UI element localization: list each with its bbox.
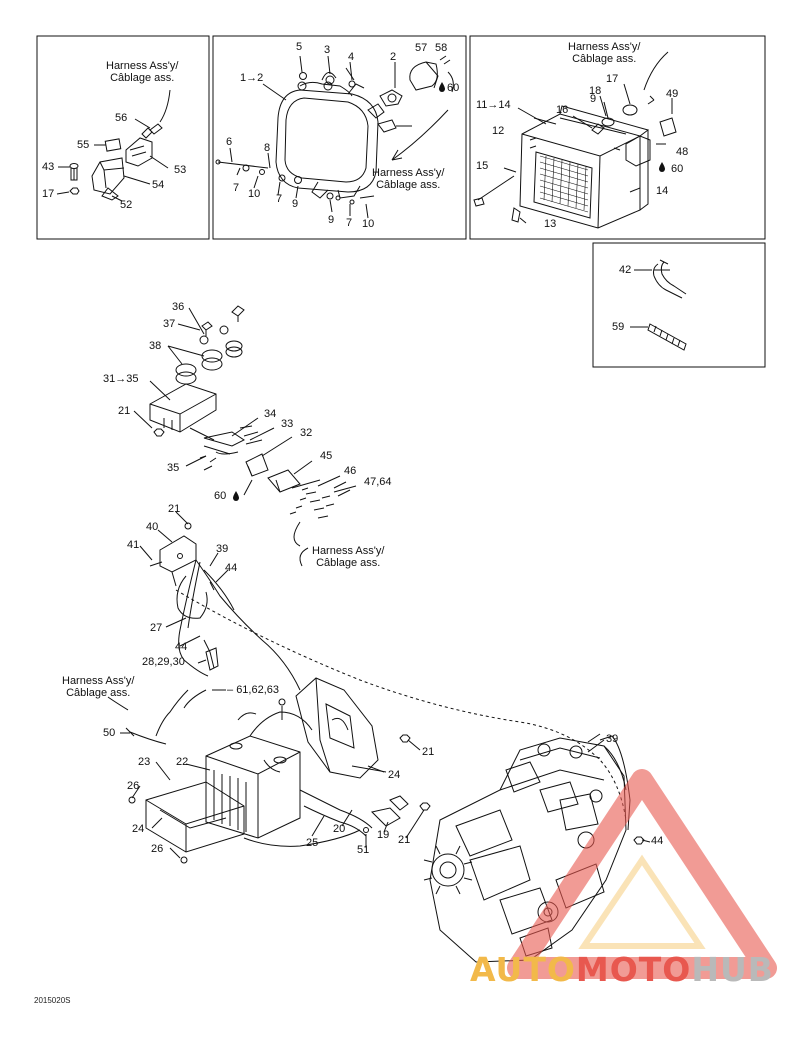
callout-59: 59 — [612, 321, 625, 333]
callout-44c: 44 — [651, 835, 664, 847]
callout-35: 35 — [167, 462, 180, 474]
callout-48: 48 — [676, 146, 689, 158]
drop-icon-60b — [659, 162, 665, 172]
callout-61-62-63: – 61,62,63 — [227, 684, 280, 696]
connector-housing-drawing — [69, 89, 171, 201]
callout-15: 15 — [476, 160, 489, 172]
callout-60b: 60 — [671, 163, 684, 175]
callout-39a: 39 — [216, 543, 229, 555]
callout-22: 22 — [176, 756, 189, 768]
callout-39b: 39 — [606, 733, 619, 745]
callout-9a: 9 — [292, 198, 299, 210]
callout-53: 53 — [174, 164, 187, 176]
harness-label-box2: Harness Ass'y/Câblage ass. — [372, 167, 445, 191]
callout-55: 55 — [77, 139, 90, 151]
callout-19: 19 — [377, 829, 390, 841]
harness-battery-engine-drawing — [125, 522, 645, 963]
callout-16: 16 — [556, 104, 569, 116]
callout-43: 43 — [42, 161, 55, 173]
callout-20: 20 — [333, 823, 346, 835]
callout-21d: 21 — [422, 746, 435, 758]
callout-10b: 10 — [362, 218, 375, 230]
callout-14: 14 — [656, 185, 669, 197]
callout-1-2: 1→2 — [240, 72, 264, 84]
callout-17b: 17 — [606, 73, 619, 85]
callout-58: 58 — [435, 42, 448, 54]
callout-44a: 44 — [225, 562, 238, 574]
callout-45: 45 — [320, 450, 333, 462]
callout-7c: 7 — [346, 217, 353, 229]
callout-27: 27 — [150, 622, 163, 634]
drop-icon-60a — [439, 82, 445, 92]
callout-21a: 21 — [118, 405, 131, 417]
callout-10a: 10 — [248, 188, 261, 200]
callout-40: 40 — [146, 521, 159, 533]
callout-6: 6 — [226, 136, 233, 148]
callout-42: 42 — [619, 264, 632, 276]
callout-3: 3 — [324, 44, 331, 56]
callout-50: 50 — [103, 727, 116, 739]
callout-18: 18 — [589, 85, 602, 97]
headlight-drawing — [215, 55, 454, 205]
callout-23: 23 — [138, 756, 151, 768]
callout-46: 46 — [344, 465, 357, 477]
frame-connector-box — [36, 35, 210, 240]
callout-49: 49 — [666, 88, 679, 100]
callout-51: 51 — [357, 844, 370, 856]
callout-12: 12 — [492, 125, 505, 137]
callout-41: 41 — [127, 539, 140, 551]
callout-60c: 60 — [214, 490, 227, 502]
figure-code: 2015020S — [34, 996, 71, 1005]
tie-strap-drawing — [630, 259, 687, 351]
callout-32: 32 — [300, 427, 313, 439]
callout-24a: 24 — [132, 823, 145, 835]
callout-11-14: 11→14 — [476, 99, 511, 111]
callout-34: 34 — [264, 408, 277, 420]
callout-21c: 21 — [398, 834, 411, 846]
callout-17: 17 — [42, 188, 55, 200]
callout-5: 5 — [296, 41, 303, 53]
harness-label-box3: Harness Ass'y/Câblage ass. — [568, 41, 641, 65]
callout-4: 4 — [348, 51, 355, 63]
callout-25: 25 — [306, 837, 319, 849]
callout-57: 57 — [415, 42, 428, 54]
callout-38: 38 — [149, 340, 162, 352]
callout-44b: 44 — [175, 641, 188, 653]
drop-icons — [233, 82, 665, 501]
callout-54: 54 — [152, 179, 165, 191]
callout-21b: 21 — [168, 503, 181, 515]
harness-label-battery: Harness Ass'y/Câblage ass. — [62, 675, 135, 699]
callout-60: 60 — [447, 82, 460, 94]
frame-headlight-box — [212, 35, 467, 240]
callout-9b: 9 — [328, 214, 335, 226]
callout-33: 33 — [281, 418, 294, 430]
harness-label-module: Harness Ass'y/Câblage ass. — [312, 545, 385, 569]
frame-taillight-box — [469, 35, 766, 240]
callout-31-35: 31→35 — [103, 373, 139, 385]
callout-28-29-30: 28,29,30 — [142, 656, 185, 668]
callout-47-64: 47,64 — [364, 476, 392, 488]
harness-label-box1: Harness Ass'y/Câblage ass. — [106, 60, 179, 84]
watermark-logo-triangle — [507, 769, 777, 979]
callout-7b: 7 — [276, 193, 283, 205]
callout-9c: 9 — [590, 93, 597, 105]
taillight-drawing — [473, 51, 677, 229]
callout-2: 2 — [390, 51, 397, 63]
callout-8: 8 — [264, 142, 271, 154]
watermark-text: AUTOMOTOHUB — [470, 950, 774, 989]
callout-37: 37 — [163, 318, 176, 330]
callout-7a: 7 — [233, 182, 240, 194]
callout-36: 36 — [172, 301, 185, 313]
callout-26b: 26 — [151, 843, 164, 855]
callout-56: 56 — [115, 112, 128, 124]
frame-ties-box — [592, 242, 766, 368]
callout-26a: 26 — [127, 780, 140, 792]
ecu-module-drawing — [149, 305, 351, 547]
callout-52: 52 — [120, 199, 133, 211]
callout-24b: 24 — [388, 769, 401, 781]
callout-13: 13 — [544, 218, 557, 230]
drop-icon-60c — [233, 491, 239, 501]
